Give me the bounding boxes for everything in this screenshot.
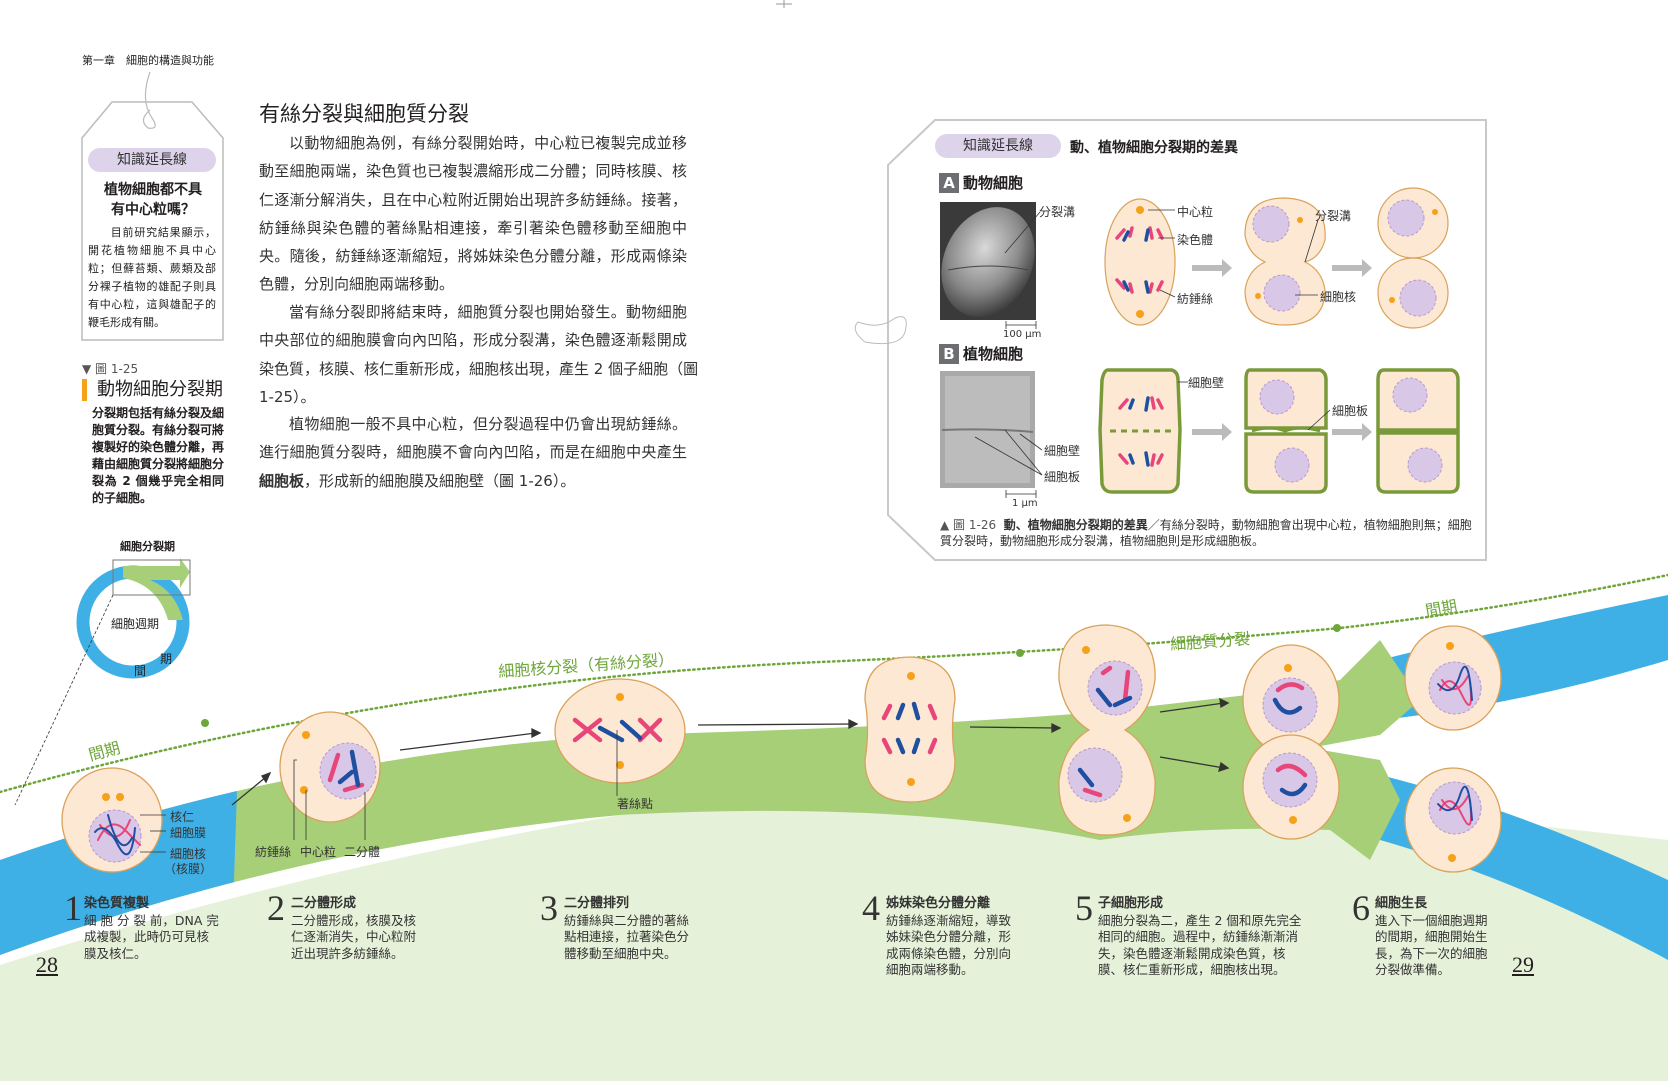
page-number-left: 28 [36,952,58,977]
label-spindle: 紡錘絲 [1177,292,1214,306]
cycle-phase-label: 細胞分裂期 [120,540,175,553]
label-nuclear-envelope: （核膜） [164,862,213,876]
label-centromere: 著絲點 [617,797,654,811]
term-cell-plate: 細胞板 [259,471,305,490]
timeline-dotted-line [0,573,1668,794]
chapter-header: 第一章 細胞的構造與功能 [82,54,214,67]
paragraph-2: 當有絲分裂即將結束時，細胞質分裂也開始發生。動物細胞中央部位的細胞膜會向內凹陷，… [259,303,699,406]
cycle-center-label: 細胞週期 [111,617,160,631]
paragraph-1: 以動物細胞為例，有絲分裂開始時，中心粒已複製完成並移動至細胞兩端，染色質也已複製… [259,134,687,294]
label-nucleus: 細胞核 [1320,290,1357,304]
label-dyad: 二分體 [344,845,381,859]
label-furrow-photo: 分裂溝 [1039,205,1076,219]
label-nucleolus: 核仁 [170,810,195,824]
figure-number: ▼ 圖 1-25 [82,362,139,376]
cycle-interphase-1: 間 [134,664,147,678]
stage-arrows [231,697,1230,806]
lower-background [0,797,1668,1081]
label-chromosome: 染色體 [1177,233,1214,247]
page-number-right: 29 [1512,952,1534,977]
label-cell-wall: 細胞壁 [1188,376,1225,390]
label-wall-photo: 細胞壁 [1044,444,1081,458]
knowledge-extension-label: 知識延長線 [88,148,216,172]
green-band [0,640,1420,955]
figure-caption: ▲ 圖 1-26 動、植物細胞分裂期的差異／有絲分裂時，動物細胞會出現中心粒，植… [940,518,1472,548]
panel-title: 動、植物細胞分裂期的差異 [1070,140,1238,156]
figure-title: 動物細胞分裂期 [82,379,223,401]
tag-title: 植物細胞都不具有中心粒嗎？ [104,182,202,218]
section-title: 有絲分裂與細胞質分裂 [259,102,469,126]
paragraph-3: 植物細胞一般不具中心粒，但分裂過程中仍會出現紡錘絲。進行細胞質分裂時，細胞膜不會… [259,415,687,490]
label-membrane: 細胞膜 [170,826,207,840]
label-furrow: 分裂溝 [1315,209,1352,223]
label-cell-plate: 細胞板 [1332,404,1369,418]
label-centriole: 中心粒 [1177,205,1214,219]
tag-body: 目前研究結果顯示，開花植物細胞不具中心粒；但蘚苔類、蕨類及部分裸子植物的雄配子則… [88,226,216,329]
scale-100um: 100 μm [1003,329,1042,340]
scale-1um: 1 μm [1012,498,1038,509]
label-plate-photo: 細胞板 [1044,470,1081,484]
cycle-interphase-2: 期 [160,652,173,666]
label-spindle-fiber: 紡錘絲 [255,845,292,859]
label-centriole-stage: 中心粒 [300,845,337,859]
label-cell-nucleus: 細胞核 [170,847,207,861]
figure-description: 分裂期包括有絲分裂及細胞質分裂。有絲分裂可將複製好的染色體分離，再藉由細胞質分裂… [92,406,225,505]
panel-label: 知識延長線 [935,134,1061,158]
